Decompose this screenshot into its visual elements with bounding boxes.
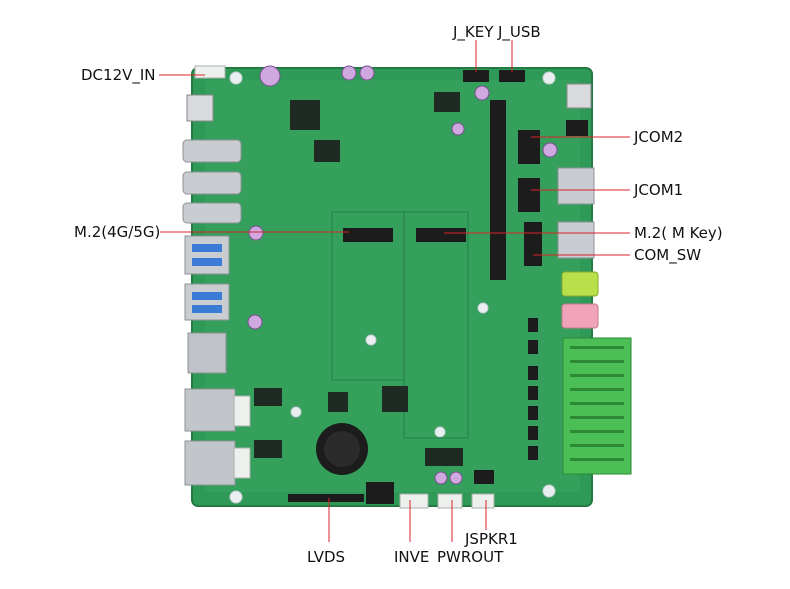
mounting-holes — [229, 71, 556, 504]
hdmi-port — [187, 332, 227, 374]
usb-ports — [184, 235, 230, 321]
label-m2-mkey: M.2( M Key) — [634, 224, 723, 242]
label-pwrout: PWROUT — [437, 548, 504, 566]
leader-lines — [159, 40, 630, 542]
antenna-connectors — [182, 139, 242, 224]
label-j-usb: J_USB — [498, 23, 541, 41]
capacitors — [247, 65, 558, 485]
label-lvds: LVDS — [307, 548, 346, 566]
white-connectors — [194, 65, 495, 509]
label-jcom2: JCOM2 — [634, 128, 684, 146]
label-m2-4g5g: M.2(4G/5G) — [74, 223, 161, 241]
pcb-inner-area — [205, 80, 580, 492]
relay-column — [528, 318, 538, 460]
label-jcom1: JCOM1 — [634, 181, 684, 199]
m2-slots — [331, 211, 469, 439]
label-dc12v-in: DC12V_IN — [81, 66, 156, 84]
lan-ports — [184, 388, 236, 486]
label-com-sw: COM_SW — [634, 246, 702, 264]
label-j-key: J_KEY — [453, 23, 494, 41]
dc-jack — [186, 94, 214, 122]
label-inve: INVE — [394, 548, 430, 566]
terminal-block-pins — [570, 346, 624, 461]
chips — [254, 92, 463, 466]
label-jspkr1: JSPKR1 — [465, 530, 518, 548]
